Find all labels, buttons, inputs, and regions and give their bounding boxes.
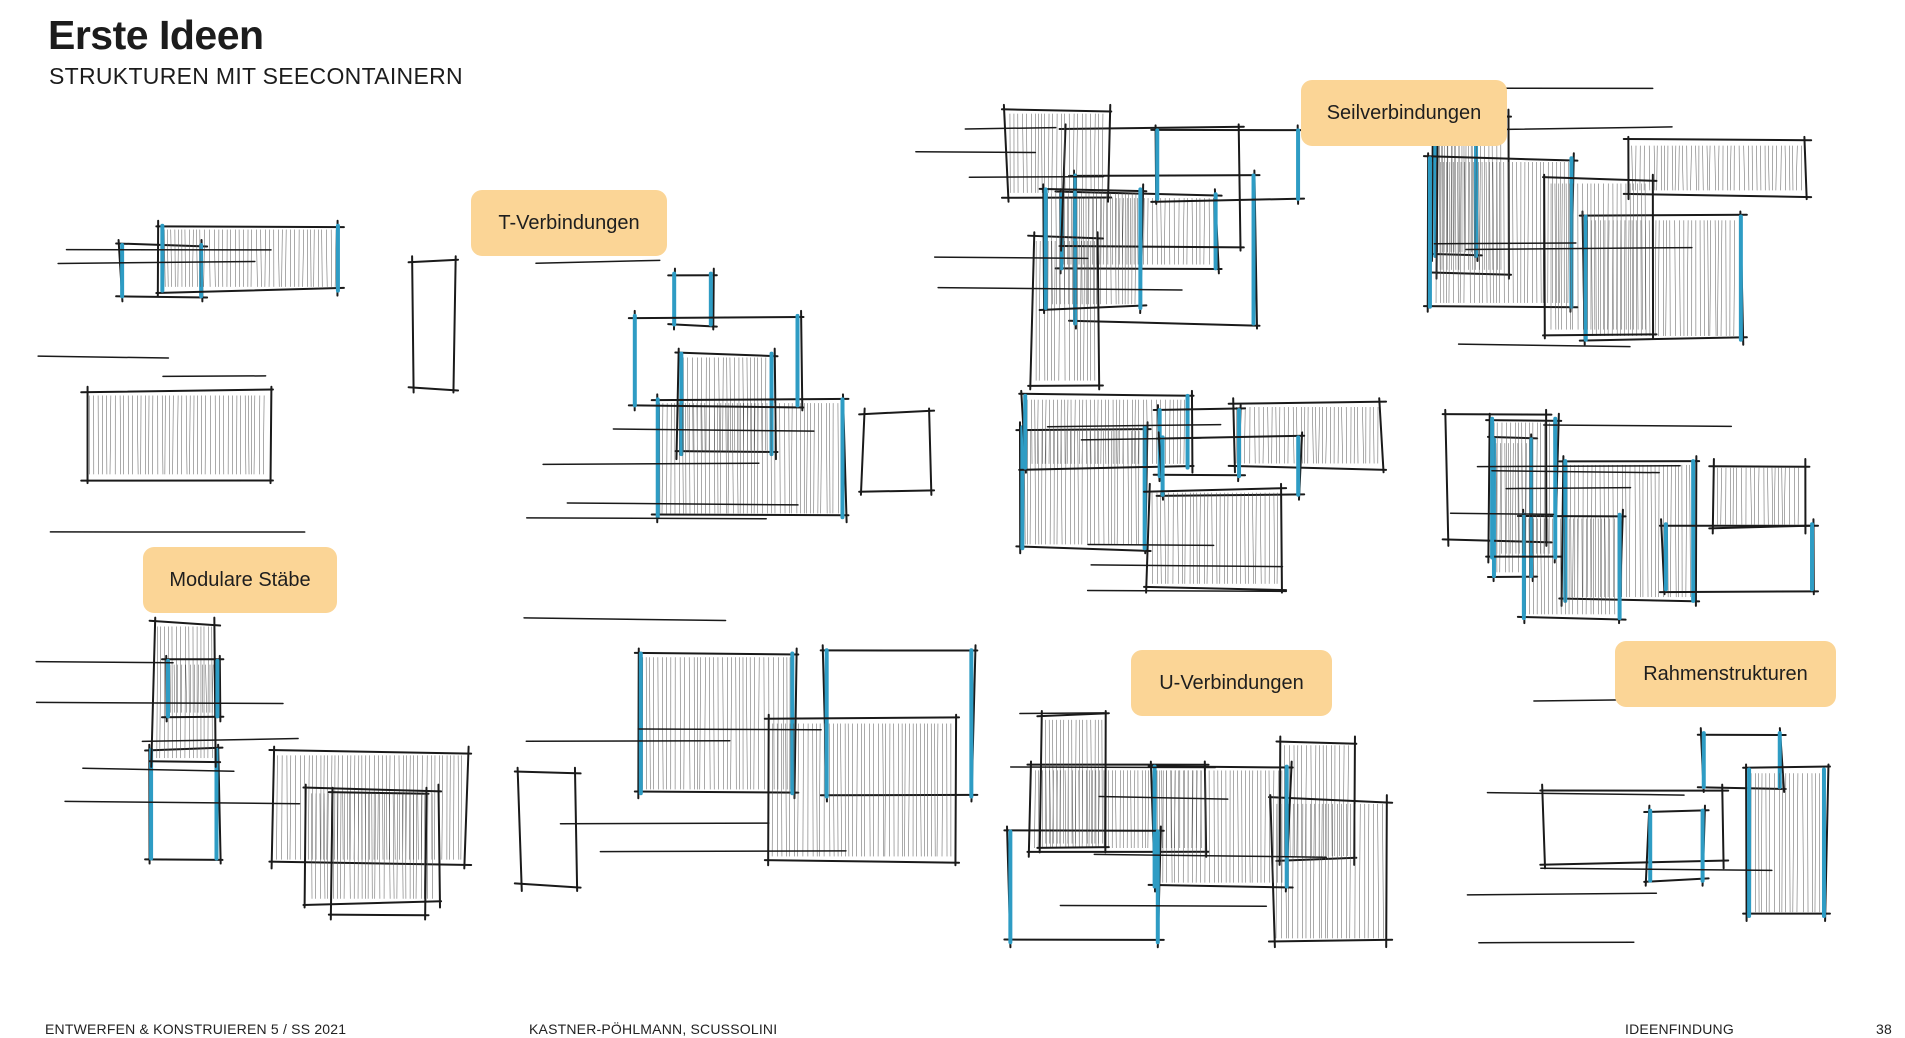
sketch-frame — [1708, 458, 1811, 535]
sketch-frame — [1227, 397, 1388, 474]
sketch-frame — [858, 407, 936, 496]
sketch-panel — [513, 617, 979, 892]
sketch-frame — [1015, 421, 1152, 555]
sketch-frame — [1696, 727, 1787, 793]
sketch-panel — [35, 616, 473, 921]
sketch-frame — [1143, 482, 1288, 594]
sketch-frame — [1036, 710, 1110, 854]
label-modulare-staebe: Modulare Stäbe — [143, 547, 337, 613]
sketch-frame — [268, 745, 473, 870]
sketch-frame — [1267, 794, 1394, 949]
sketch-frame — [1622, 135, 1813, 201]
label-t-verbindungen: T-Verbindungen — [471, 190, 667, 256]
sketch-frame — [1430, 108, 1513, 280]
footer-authors: KASTNER-PÖHLMANN, SCUSSOLINI — [529, 1021, 778, 1037]
sketch-frame — [1578, 210, 1748, 346]
sketch-panel — [526, 259, 936, 524]
sketch-frame — [1018, 389, 1195, 474]
sketch-frame — [627, 309, 805, 412]
sketch-panel — [1441, 408, 1820, 625]
footer-page-number: 38 — [1876, 1021, 1892, 1037]
sketch-frame — [148, 616, 222, 768]
page-subtitle: STRUKTUREN MIT SEECONTAINERN — [49, 63, 463, 89]
sketch-frame — [1003, 825, 1165, 949]
sketch-panel — [1416, 87, 1813, 348]
sketch-frame — [302, 783, 443, 909]
sketch-frame — [1558, 455, 1701, 607]
label-rahmenstrukturen: Rahmenstrukturen — [1615, 641, 1836, 707]
sketch-panel — [915, 103, 1306, 391]
sketch-frame — [1658, 518, 1820, 596]
sketch-frame — [327, 786, 430, 921]
sketch-panel — [1003, 710, 1394, 949]
sketch-frame — [650, 393, 850, 524]
sketch-frame — [1150, 124, 1306, 205]
sketch-frame — [407, 255, 460, 394]
sketch-frame — [1026, 760, 1210, 858]
label-u-verbindungen: U-Verbindungen — [1131, 650, 1332, 716]
sketch-frame — [155, 219, 345, 297]
sketch-frame — [1058, 123, 1245, 252]
sketch-frame — [763, 713, 961, 867]
sketch-frame — [1539, 783, 1730, 870]
sketch-frame — [1147, 760, 1294, 893]
sketch-frame — [80, 385, 274, 485]
sketch-frame — [161, 654, 225, 723]
sketch-frame — [1152, 404, 1247, 483]
sketch-frame — [633, 647, 800, 800]
sketch-frame — [513, 766, 582, 892]
sketch-panel — [37, 219, 460, 533]
sketch-panel — [1015, 389, 1388, 594]
page-title: Erste Ideen — [48, 12, 264, 58]
sketch-frame — [1542, 173, 1658, 340]
sketch-frame — [1422, 152, 1579, 313]
sketch-frame — [1742, 763, 1831, 922]
footer-course: ENTWERFEN & KONSTRUIEREN 5 / SS 2021 — [45, 1021, 347, 1037]
sketch-frame — [1000, 103, 1113, 203]
footer-section: IDEENFINDUNG — [1625, 1021, 1734, 1037]
sketch-frame — [667, 267, 718, 331]
sketch-frame — [1643, 804, 1710, 887]
sketch-frame — [819, 644, 979, 803]
label-seilverbindungen: Seilverbindungen — [1301, 80, 1507, 146]
sketch-frame — [1516, 508, 1627, 625]
sketch-panel — [1466, 698, 1831, 944]
